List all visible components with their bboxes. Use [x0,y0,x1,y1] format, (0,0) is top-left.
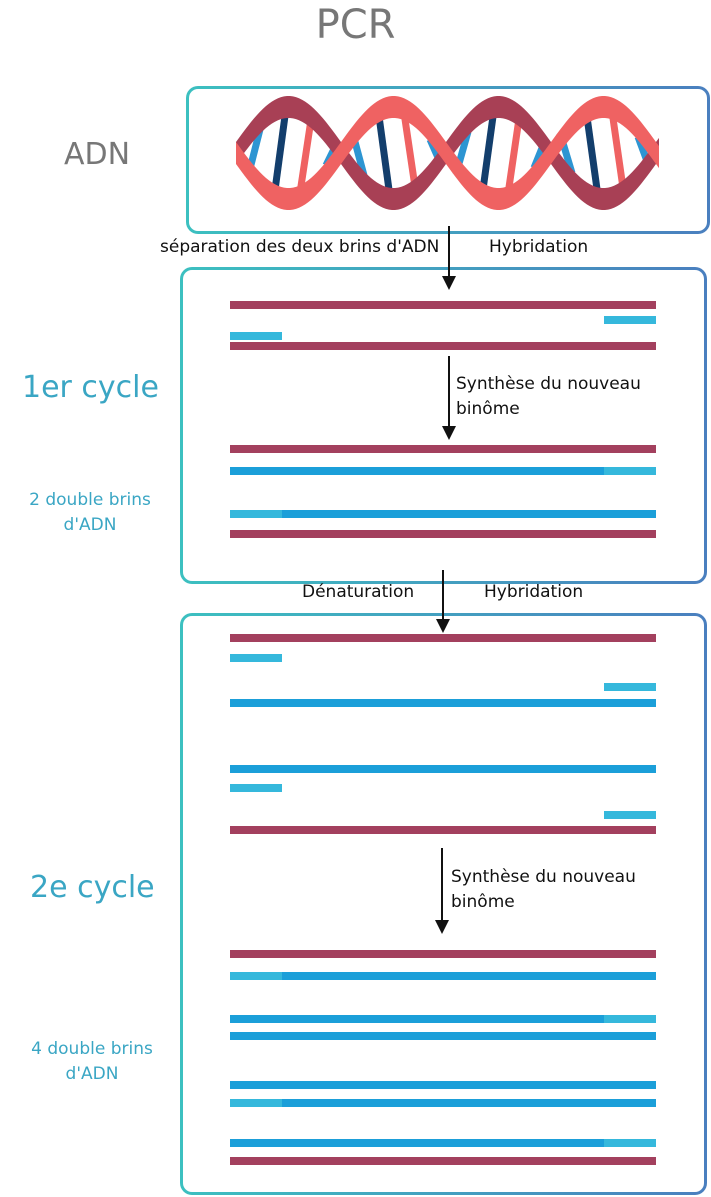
primer-segment [604,1015,656,1023]
new-strand [230,1099,656,1107]
diagram-title: PCR [315,2,396,48]
separation-step-label: séparation des deux brins d'ADN [160,237,440,257]
base-pair [270,108,290,198]
base-pair [374,108,394,198]
cycle2-box [180,613,707,1195]
new-strand [230,1032,656,1040]
primer-segment [230,972,282,980]
synthese-step-label-2: Synthèse du nouveau binôme [451,865,636,915]
synthese-2-line-1: Synthèse du nouveau [451,867,636,887]
base-pair [608,110,628,196]
primer-right [604,683,656,691]
arrow-head [435,920,449,934]
template-strand [230,445,656,453]
cycle1-result-line-1: 2 double brins [29,490,151,510]
synthese-1-line-2: binôme [456,399,520,419]
synthese-2-line-2: binôme [451,892,515,912]
hybridation-step-label-2: Hybridation [484,582,584,602]
arrow-synthese-1 [442,356,456,440]
cycle2-label: 2e cycle [30,870,155,905]
dna-strands [230,301,656,1165]
template-strand [230,342,656,350]
dna-double-helix [236,96,659,210]
helix-strand-front [236,96,659,210]
primer-right [604,811,656,819]
adn-label: ADN [64,137,131,172]
cycle2-result-line-2: d'ADN [65,1064,119,1084]
primer-segment [604,467,656,475]
primer-segment [230,510,282,518]
hybridation-step-label-1: Hybridation [489,237,589,257]
base-pair [478,108,498,198]
new-strand [230,972,656,980]
primer-segment [230,1099,282,1107]
new-strand [230,699,656,707]
arrow-head [442,276,456,290]
template-strand [230,301,656,309]
template-strand [230,530,656,538]
primer-left [230,332,282,340]
primer-left [230,784,282,792]
cycle1-label: 1er cycle [22,370,159,405]
step-arrows [435,226,456,934]
new-strand [230,510,656,518]
arrow-separation [442,226,456,290]
cycle1-result-line-2: d'ADN [63,515,117,535]
denaturation-step-label: Dénaturation [302,582,415,602]
template-strand [230,826,656,834]
new-strand [230,1139,656,1147]
new-strand [230,467,656,475]
primer-segment [604,1139,656,1147]
template-strand [230,950,656,958]
new-strand [230,1081,656,1089]
primer-right [604,316,656,324]
cycle2-result-line-1: 4 double brins [31,1039,153,1059]
base-pair [582,109,602,197]
synthese-step-label-1: Synthèse du nouveau binôme [456,372,641,422]
cycle2-result-label: 4 double brins d'ADN [22,1037,162,1087]
primer-left [230,654,282,662]
new-strand [230,1015,656,1023]
arrow-synthese-2 [435,848,449,934]
arrow-head [442,426,456,440]
template-strand [230,634,656,642]
template-strand [230,1157,656,1165]
arrow-head [436,619,450,633]
new-strand [230,765,656,773]
cycle1-result-label: 2 double brins d'ADN [20,488,160,538]
synthese-1-line-1: Synthèse du nouveau [456,374,641,394]
arrow-denaturation [436,570,450,633]
